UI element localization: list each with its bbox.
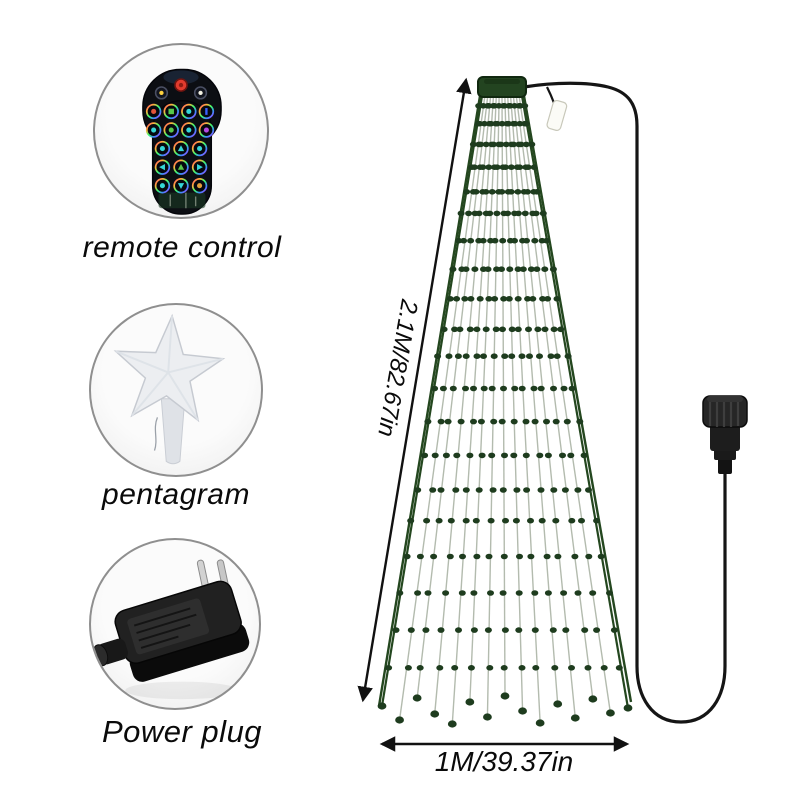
star-wire: [153, 417, 159, 451]
connector-white-icon: [546, 99, 568, 132]
star-topper-photo: [89, 303, 263, 477]
width-dimension-label: 1M/39.37in: [435, 746, 574, 777]
light-strands: [377, 95, 633, 728]
power-cable: [522, 81, 727, 724]
callout-label-power-plug: Power plug: [101, 714, 263, 749]
callout-label-remote: remote control: [82, 231, 282, 264]
remote-control-icon: [142, 68, 222, 215]
height-dimension-label: 2.1M/82.67in: [372, 296, 423, 438]
callout-label-pentagram: pentagram: [102, 478, 250, 511]
height-dimension-arrow: [357, 77, 472, 703]
star-topper-icon: [113, 313, 226, 465]
connector-plug-icon: [702, 395, 748, 474]
remote-control-photo: [93, 43, 269, 219]
power-plug-photo: [89, 538, 261, 710]
remote-button-grid: [145, 103, 215, 194]
power-plug-icon: [92, 559, 250, 700]
